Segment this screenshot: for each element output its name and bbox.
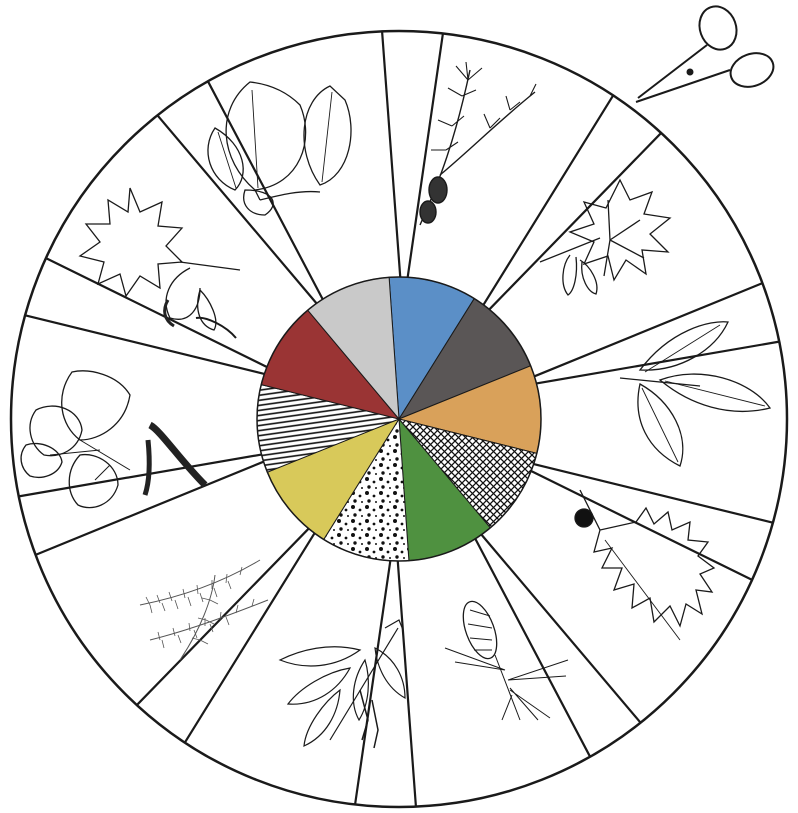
color-key [257, 277, 541, 561]
scissors-icon [636, 1, 778, 102]
